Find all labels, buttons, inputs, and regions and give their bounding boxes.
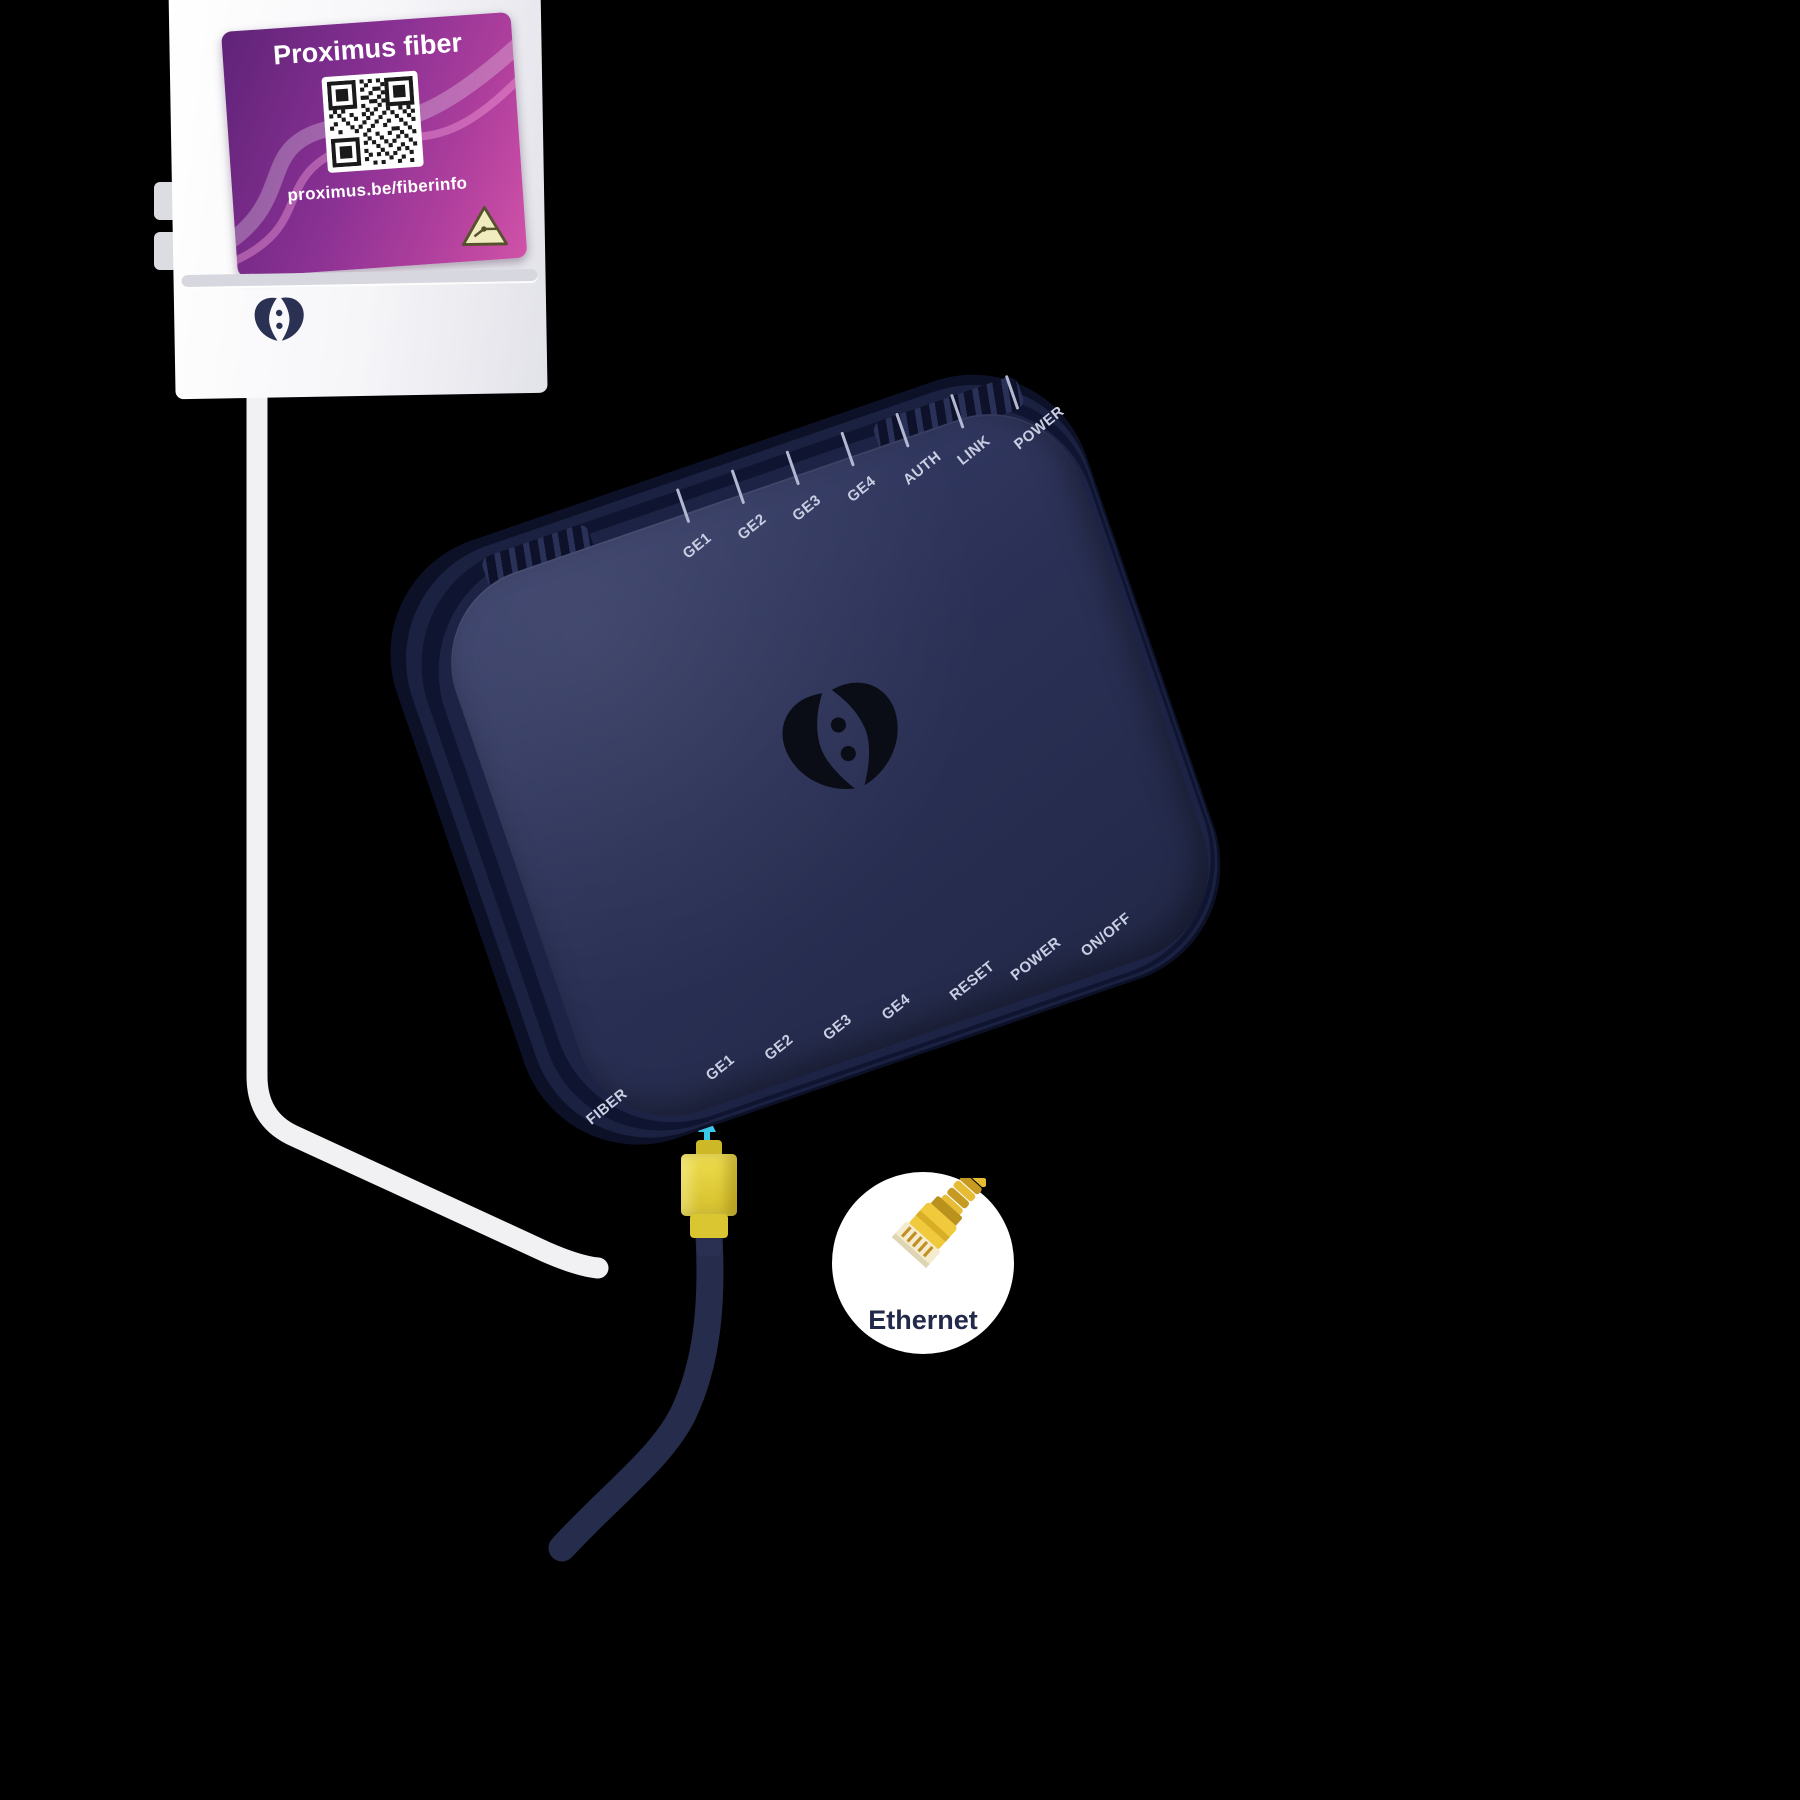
- port-label-onoff: ON/OFF: [1077, 909, 1135, 961]
- fiber-wall-outlet: Proximus fiber: [148, 0, 568, 418]
- proximus-logo-icon: [782, 682, 898, 790]
- port-label-power: POWER: [1007, 933, 1065, 985]
- led-label-link: LINK: [954, 432, 994, 469]
- led-label-auth: AUTH: [899, 447, 945, 489]
- ethernet-callout-label: Ethernet: [868, 1305, 978, 1335]
- outlet-label: Proximus fiber: [221, 11, 528, 278]
- led-label-ge3: GE3: [789, 491, 825, 525]
- ethernet-cable: [548, 1222, 724, 1562]
- fiber-cable: [246, 341, 609, 1279]
- rj45-plug-boot: [697, 1234, 721, 1256]
- outlet-groove: [181, 268, 538, 288]
- port-label-ge2: GE2: [761, 1030, 797, 1065]
- rj45-plug-neck: [690, 1214, 728, 1238]
- rj45-plug-body: [681, 1154, 737, 1216]
- outlet-body: Proximus fiber: [168, 0, 548, 400]
- laser-warning-icon: [461, 205, 508, 246]
- qr-code-icon: [321, 70, 424, 173]
- port-label-ge1: GE1: [702, 1051, 738, 1085]
- led-label-ge4: GE4: [844, 472, 880, 506]
- ethernet-callout: Ethernet: [832, 1172, 1014, 1354]
- proximus-logo-icon: [254, 297, 304, 341]
- rj45-plug-latch: [696, 1140, 722, 1156]
- port-label-reset: RESET: [946, 957, 999, 1005]
- led-label-ge1: GE1: [679, 529, 715, 563]
- modem-front-face: GE1 GE2 GE3 GE4 AUTH LINK POWER FIBER GE…: [425, 374, 1235, 1142]
- led-label-ge2: GE2: [734, 510, 770, 544]
- fiber-modem: GE1 GE2 GE3 GE4 AUTH LINK POWER FIBER GE…: [357, 342, 1253, 1178]
- port-label-ge3: GE3: [819, 1010, 856, 1044]
- port-label-ge4: GE4: [878, 990, 914, 1024]
- ethernet-connector-icon: [891, 1178, 986, 1269]
